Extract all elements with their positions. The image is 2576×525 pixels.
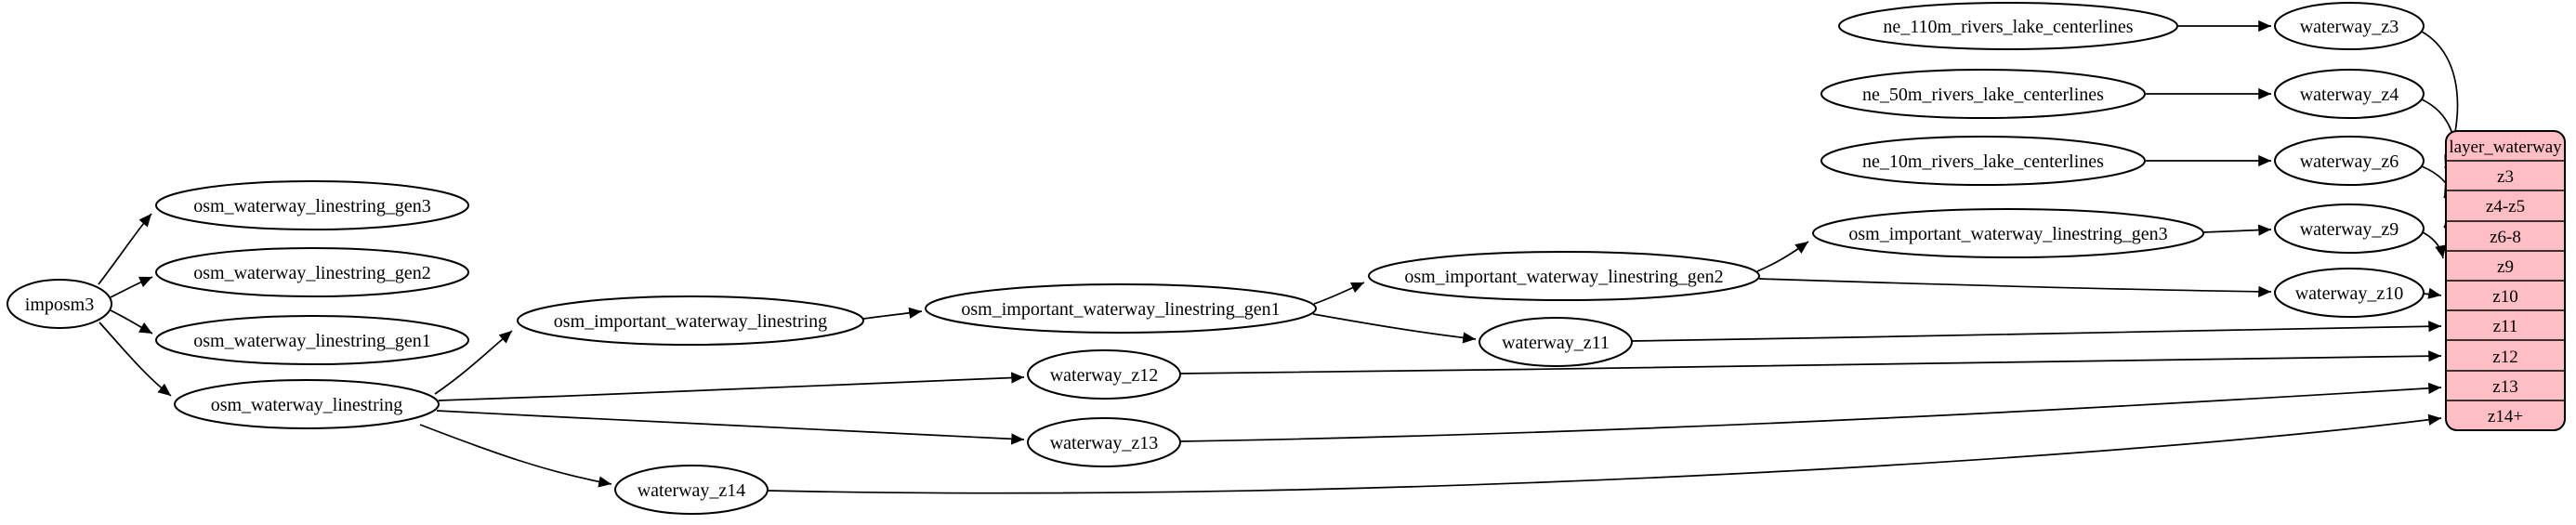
node-osm-waterway-linestring-gen2-label: osm_waterway_linestring_gen2	[193, 263, 431, 283]
edge-imposm3-to-osm-waterway-linestring	[99, 322, 172, 397]
node-imposm3-label: imposm3	[25, 295, 94, 315]
node-osm-important-waterway-linestring-gen3: osm_important_waterway_linestring_gen3	[1812, 208, 2204, 258]
layer-waterway-row-z13: z13	[2492, 377, 2517, 397]
layer-waterway-row-z3: z3	[2497, 167, 2514, 187]
node-osm-waterway-linestring-gen1: osm_waterway_linestring_gen1	[155, 315, 469, 365]
edge-imposm3-to-osm-waterway-linestring-gen2	[110, 276, 153, 298]
edge-imposm3-to-osm-waterway-linestring-gen1	[110, 309, 153, 335]
node-osm-waterway-linestring-gen2: osm_waterway_linestring_gen2	[155, 247, 469, 297]
node-waterway-z3: waterway_z3	[2274, 2, 2425, 50]
node-waterway-z13-label: waterway_z13	[1050, 433, 1159, 453]
edges-group	[98, 20, 2459, 494]
node-ne-10m-rivers-lake-centerlines: ne_10m_rivers_lake_centerlines	[1820, 136, 2146, 186]
layer-waterway-title: layer_waterway	[2449, 138, 2562, 157]
node-osm-important-waterway-linestring-gen3-label: osm_important_waterway_linestring_gen3	[1848, 224, 2167, 244]
layer-waterway-row-z10: z10	[2492, 287, 2517, 307]
node-waterway-z9-shape	[2274, 203, 2425, 254]
node-waterway-z9: waterway_z9	[2274, 203, 2425, 254]
node-osm-waterway-linestring-gen1-label: osm_waterway_linestring_gen1	[193, 331, 431, 351]
node-ne-110m-rivers-lake-centerlines-shape	[1838, 2, 2178, 50]
node-osm-important-waterway-linestring-shape	[517, 295, 864, 346]
node-osm-waterway-linestring-shape	[174, 379, 440, 429]
node-waterway-z12: waterway_z12	[1027, 349, 1181, 400]
node-waterway-z4: waterway_z4	[2274, 69, 2425, 119]
edge-osm-important-waterway-linestring-to-gen1	[862, 307, 923, 320]
edge-gen3-to-waterway-z9	[2202, 224, 2272, 236]
node-imposm3: imposm3	[7, 279, 112, 329]
node-imposm3-shape	[7, 279, 112, 329]
node-waterway-z14: waterway_z14	[614, 465, 769, 515]
node-waterway-z13: waterway_z13	[1027, 417, 1181, 467]
node-osm-important-waterway-linestring-gen2-label: osm_important_waterway_linestring_gen2	[1404, 267, 1723, 287]
node-ne-50m-rivers-lake-centerlines-label: ne_50m_rivers_lake_centerlines	[1862, 85, 2104, 105]
node-osm-important-waterway-linestring-gen2: osm_important_waterway_linestring_gen2	[1368, 251, 1760, 301]
node-osm-important-waterway-linestring-gen1: osm_important_waterway_linestring_gen1	[925, 283, 1317, 334]
node-waterway-z6-shape	[2274, 136, 2425, 186]
edge-osm-waterway-linestring-to-waterway-z13	[436, 410, 1025, 445]
node-waterway-z12-label: waterway_z12	[1050, 365, 1159, 386]
edge-waterway-z10-to-row-z10	[2423, 287, 2442, 299]
node-ne-50m-rivers-lake-centerlines-shape	[1820, 69, 2146, 119]
node-osm-important-waterway-linestring: osm_important_waterway_linestring	[517, 295, 864, 346]
edge-gen1-to-waterway-z11	[1312, 313, 1477, 344]
layer-waterway-row-z12: z12	[2492, 348, 2517, 367]
edge-osm-waterway-linestring-to-waterway-z12	[438, 372, 1025, 401]
edge-gen1-to-gen2	[1313, 282, 1365, 305]
node-osm-important-waterway-linestring-gen1-label: osm_important_waterway_linestring_gen1	[961, 299, 1280, 320]
node-waterway-z10: waterway_z10	[2274, 268, 2425, 318]
edge-waterway-z11-to-row-z11	[1631, 321, 2442, 342]
node-waterway-z4-label: waterway_z4	[2300, 85, 2399, 105]
node-osm-important-waterway-linestring-gen2-shape	[1368, 251, 1760, 301]
node-waterway-z3-label: waterway_z3	[2300, 17, 2399, 37]
node-waterway-z14-label: waterway_z14	[637, 480, 746, 501]
node-osm-waterway-linestring-label: osm_waterway_linestring	[211, 395, 403, 415]
layer-waterway-row-z14plus: z14+	[2488, 407, 2523, 427]
edge-osm-waterway-linestring-to-waterway-z14	[419, 424, 612, 488]
node-waterway-z11-label: waterway_z11	[1502, 333, 1610, 353]
edge-gen2-to-gen3	[1756, 241, 1809, 272]
node-waterway-z13-shape	[1027, 417, 1181, 467]
node-waterway-z11: waterway_z11	[1479, 317, 1633, 367]
node-waterway-z6-label: waterway_z6	[2300, 151, 2399, 172]
edge-imposm3-to-osm-waterway-linestring-gen3	[98, 213, 152, 285]
node-ne-50m-rivers-lake-centerlines: ne_50m_rivers_lake_centerlines	[1820, 69, 2146, 119]
node-waterway-z6: waterway_z6	[2274, 136, 2425, 186]
node-osm-important-waterway-linestring-gen3-shape	[1812, 208, 2204, 258]
node-waterway-z10-label: waterway_z10	[2295, 283, 2404, 304]
node-waterway-z12-shape	[1027, 349, 1181, 400]
node-ne-110m-rivers-lake-centerlines: ne_110m_rivers_lake_centerlines	[1838, 2, 2178, 50]
layer-waterway-row-z4-z5: z4-z5	[2486, 197, 2525, 217]
node-waterway-z4-shape	[2274, 69, 2425, 119]
node-layer-waterway: layer_waterway z3 z4-z5 z6-8 z9 z10 z11 …	[2445, 130, 2566, 431]
node-waterway-z11-shape	[1479, 317, 1633, 367]
node-waterway-z14-shape	[614, 465, 769, 515]
node-osm-waterway-linestring-gen3: osm_waterway_linestring_gen3	[155, 180, 469, 230]
edge-waterway-z14-to-row-z14plus	[767, 413, 2442, 494]
node-waterway-z9-label: waterway_z9	[2300, 219, 2399, 240]
node-osm-waterway-linestring: osm_waterway_linestring	[174, 379, 440, 429]
edge-gen2-to-waterway-z10	[1758, 278, 2272, 297]
node-ne-10m-rivers-lake-centerlines-label: ne_10m_rivers_lake_centerlines	[1862, 151, 2104, 172]
node-waterway-z10-shape	[2274, 268, 2425, 318]
edge-osm-waterway-linestring-to-osm-important-waterway-linestring	[434, 330, 513, 395]
node-ne-10m-rivers-lake-centerlines-shape	[1820, 136, 2146, 186]
node-ne-110m-rivers-lake-centerlines-label: ne_110m_rivers_lake_centerlines	[1883, 17, 2133, 37]
node-osm-waterway-linestring-gen3-shape	[155, 180, 469, 230]
node-osm-important-waterway-linestring-gen1-shape	[925, 283, 1317, 334]
edge-waterway-z12-to-row-z12	[1179, 350, 2442, 374]
layer-waterway-row-z11: z11	[2493, 317, 2518, 336]
node-osm-important-waterway-linestring-label: osm_important_waterway_linestring	[554, 311, 827, 332]
node-osm-waterway-linestring-gen1-shape	[155, 315, 469, 365]
edge-waterway-z13-to-row-z13	[1179, 382, 2442, 442]
node-osm-waterway-linestring-gen2-shape	[155, 247, 469, 297]
layer-waterway-row-z6-8: z6-8	[2490, 228, 2521, 247]
layer-waterway-row-z9: z9	[2497, 257, 2514, 277]
node-osm-waterway-linestring-gen3-label: osm_waterway_linestring_gen3	[193, 196, 431, 217]
node-waterway-z3-shape	[2274, 2, 2425, 50]
edge-waterway-z9-to-row-z9	[2422, 231, 2447, 259]
